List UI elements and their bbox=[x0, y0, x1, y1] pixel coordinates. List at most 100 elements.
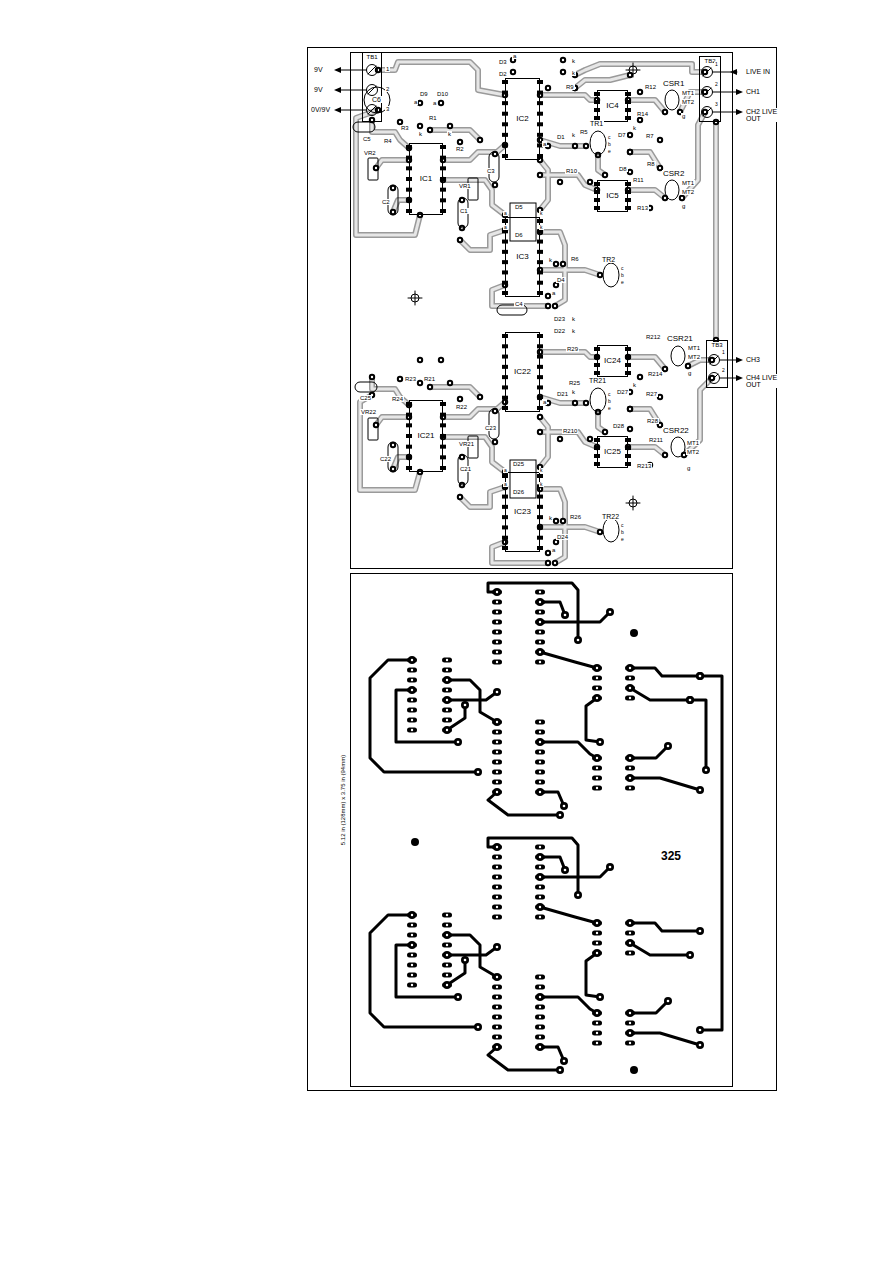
ic-pad-hole bbox=[446, 729, 448, 731]
component-label: CH1 bbox=[745, 88, 761, 95]
component-label: c bbox=[620, 523, 625, 528]
ic-pad-hole bbox=[629, 1032, 631, 1034]
ic-pad-hole bbox=[539, 661, 541, 663]
copper-pad bbox=[593, 754, 601, 762]
component-pad-hole bbox=[554, 562, 556, 564]
copper-pad-hole bbox=[477, 1026, 480, 1029]
copper-track bbox=[447, 680, 497, 722]
component-label: k bbox=[632, 125, 637, 131]
ic-pin-pad bbox=[625, 190, 631, 194]
overlay-track bbox=[540, 352, 597, 357]
component-pad-hole bbox=[419, 359, 421, 361]
ic-pad-hole bbox=[446, 669, 448, 671]
component-label: a bbox=[413, 99, 418, 105]
ic-label: IC2 bbox=[515, 115, 529, 123]
ic-pad-hole bbox=[539, 1026, 541, 1028]
ic-pad bbox=[407, 668, 417, 673]
mounting-hole bbox=[630, 629, 638, 637]
ic-pad-hole bbox=[446, 699, 448, 701]
overlay-track-inner bbox=[540, 417, 548, 467]
component-label: 2 bbox=[721, 368, 726, 373]
capacitor-outline bbox=[355, 382, 377, 392]
ic-pad bbox=[492, 1035, 502, 1040]
component-pad-hole bbox=[494, 153, 496, 155]
overlay-track bbox=[628, 447, 665, 455]
component-pad bbox=[557, 179, 563, 185]
mounting-hole bbox=[630, 1066, 638, 1074]
ic-pad bbox=[535, 790, 545, 795]
ic-pin-pad bbox=[537, 112, 543, 116]
ic-pad-hole bbox=[411, 954, 413, 956]
component-label: R12 bbox=[644, 84, 657, 90]
copper-pad bbox=[664, 997, 672, 1005]
ic-pad bbox=[625, 786, 635, 791]
component-pad-hole bbox=[375, 424, 377, 426]
component-pad-hole bbox=[459, 239, 461, 241]
component-label: k bbox=[571, 70, 576, 76]
component-pad bbox=[597, 272, 603, 278]
component-label: g bbox=[681, 113, 686, 119]
component-label: CH3 bbox=[745, 356, 761, 363]
ic-pad bbox=[442, 973, 452, 978]
component-pad bbox=[537, 172, 543, 178]
copper-pad-hole bbox=[667, 745, 670, 748]
ic-pad bbox=[592, 686, 602, 691]
copper-pad bbox=[536, 788, 544, 796]
component-pad-hole bbox=[562, 263, 564, 265]
ic-pad-hole bbox=[539, 976, 541, 978]
terminal-screw-slot bbox=[703, 88, 711, 96]
ic-pad-hole bbox=[596, 932, 598, 934]
ic-pad-hole bbox=[539, 771, 541, 773]
ic-pin-pad bbox=[537, 101, 543, 105]
component-label: R210 bbox=[562, 428, 578, 434]
component-pad bbox=[662, 452, 668, 458]
component-label: CSR1 bbox=[662, 80, 685, 88]
ic-outline: IC1 bbox=[409, 143, 443, 215]
ic-pin-pad bbox=[537, 406, 543, 410]
component-pad-hole bbox=[629, 171, 631, 173]
ic-pad bbox=[535, 995, 545, 1000]
ic-pad-hole bbox=[539, 591, 541, 593]
ic-pad-hole bbox=[596, 757, 598, 759]
copper-pad-hole bbox=[457, 996, 460, 999]
component-label: D5 bbox=[514, 204, 524, 210]
copper-track bbox=[540, 652, 597, 668]
component-pad bbox=[553, 261, 559, 267]
ic-pad-hole bbox=[629, 677, 631, 679]
ic-pad-hole bbox=[539, 856, 541, 858]
terminal-label: TB1 bbox=[365, 54, 378, 60]
component-pad-hole bbox=[461, 199, 463, 201]
terminal-block: TB3 bbox=[706, 340, 728, 388]
overlay-track-inner bbox=[460, 230, 505, 250]
ic-pad-hole bbox=[496, 906, 498, 908]
copper-pad bbox=[574, 891, 582, 899]
component-pad-hole bbox=[629, 391, 631, 393]
terminal-screw-slot bbox=[710, 356, 718, 364]
component-label: CH2 LIVE OUT bbox=[745, 108, 781, 122]
copper-pad-hole bbox=[705, 769, 708, 772]
ic-pad-hole bbox=[496, 771, 498, 773]
component-label: k bbox=[447, 131, 452, 137]
ic-pad bbox=[535, 1045, 545, 1050]
ic-pad bbox=[592, 1021, 602, 1026]
ic-pad bbox=[407, 718, 417, 723]
ic-pin-pad bbox=[440, 145, 446, 149]
ic-pad-hole bbox=[446, 689, 448, 691]
component-label: C4 bbox=[514, 301, 524, 307]
component-pad bbox=[457, 139, 463, 145]
terminal-screw-slot bbox=[368, 106, 376, 114]
component-label: k bbox=[539, 468, 544, 473]
ic-pad-hole bbox=[446, 934, 448, 936]
copper-pad-hole bbox=[496, 946, 499, 949]
component-pad-hole bbox=[479, 396, 481, 398]
ic-pad-hole bbox=[539, 781, 541, 783]
copper-pad-hole bbox=[559, 814, 562, 817]
copper-pad bbox=[474, 768, 482, 776]
terminal-screw-slot bbox=[368, 66, 376, 74]
ic-pin-pad bbox=[440, 177, 446, 181]
copper-pad-hole bbox=[564, 614, 567, 617]
component-label: R29 bbox=[566, 346, 579, 352]
component-pad bbox=[560, 518, 566, 524]
ic-pad-hole bbox=[446, 709, 448, 711]
